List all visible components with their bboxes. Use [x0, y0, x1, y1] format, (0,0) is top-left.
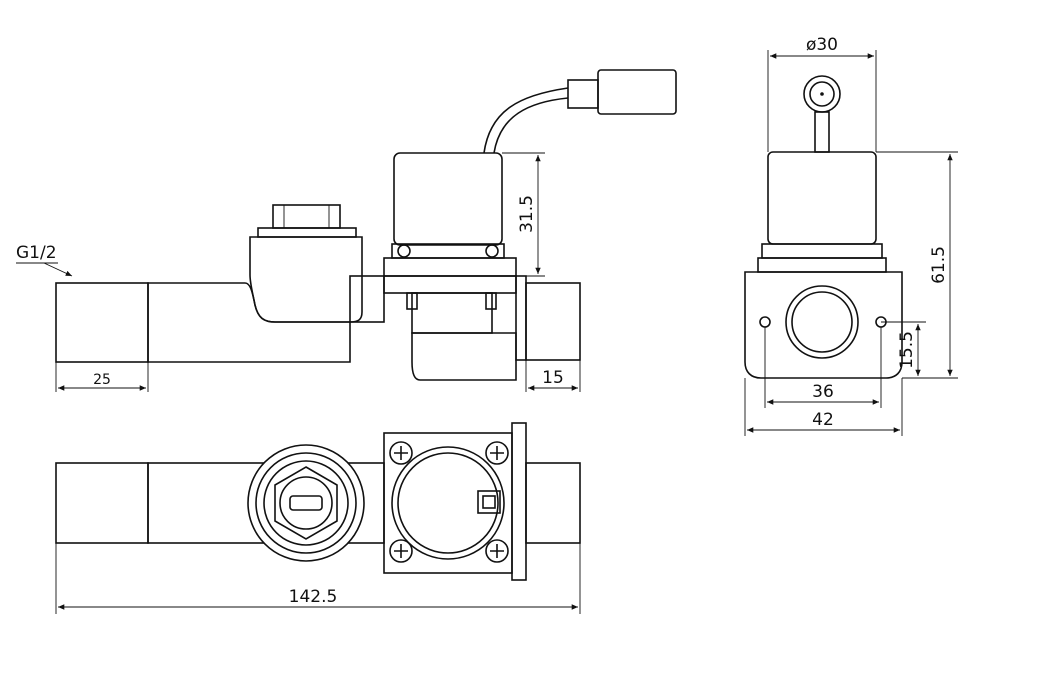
dim-36-label: 36 [812, 382, 834, 402]
cap-ring [257, 227, 357, 238]
cap-housing [249, 236, 363, 323]
valve-bottom [411, 332, 517, 381]
side-view [55, 69, 677, 381]
front-coil [767, 151, 877, 245]
top-view-dimensions: 142.5 [55, 543, 581, 614]
cable [483, 87, 569, 154]
cable-stub [814, 111, 830, 153]
dim-61-5-label: 61.5 [929, 246, 949, 284]
dim-31-5-label: 31.5 [517, 195, 537, 233]
right-thread [525, 282, 581, 361]
cap-outer-ring [247, 444, 365, 562]
valve-block [349, 275, 385, 323]
slot-screw [289, 495, 323, 511]
thread-label: G1/2 [16, 243, 57, 263]
hex-nut-top [274, 466, 338, 540]
front-view-dimensions: ø30 61.5 15.5 36 42 [744, 35, 958, 436]
dim-25-label: 25 [93, 372, 111, 388]
dim-15-5-label: 15.5 [897, 331, 917, 369]
side-view-dimensions: 25 15 31.5 G1/2 [16, 152, 581, 392]
coil-top [391, 446, 505, 560]
sensor-ring [785, 285, 859, 359]
dim-dia-30-label: ø30 [806, 35, 838, 55]
flange-side [515, 275, 527, 361]
dim-42-label: 42 [812, 410, 834, 430]
connector-grip [567, 79, 599, 109]
dim-142-5-label: 142.5 [289, 587, 338, 607]
flange-top [511, 422, 527, 581]
left-thread [55, 282, 149, 363]
phillips-screws [389, 441, 509, 563]
front-view [744, 75, 903, 379]
wire-exit [477, 490, 501, 514]
connector-plug [597, 69, 677, 115]
dim-15-side-label: 15 [542, 368, 564, 388]
coil-base [383, 257, 517, 277]
top-view [55, 422, 581, 581]
front-plate [744, 271, 903, 379]
solenoid-coil [393, 152, 503, 246]
top-left-thread [55, 462, 149, 544]
valve-body [411, 292, 493, 334]
hex-nut-side [272, 204, 341, 229]
sensor-mesh [791, 291, 853, 353]
top-right-thread [525, 462, 581, 544]
